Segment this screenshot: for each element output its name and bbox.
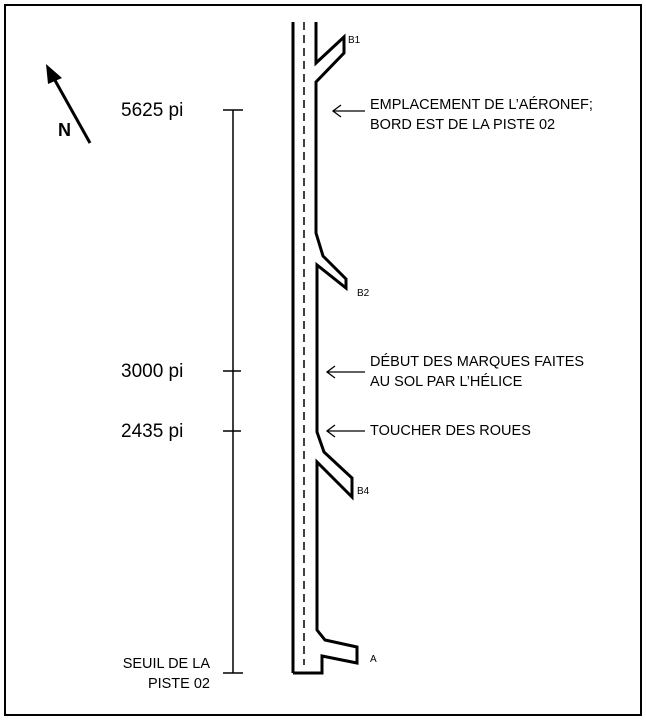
runway-east-edge-and-taxiways [293,22,359,675]
scale-label-5625: 5625 pi [121,100,184,121]
scale-label-3000: 3000 pi [121,361,184,382]
scale-label-2435: 2435 pi [121,421,184,442]
frame-border [4,4,642,716]
distance-scale [223,109,243,674]
arrow-aircraft-icon [331,104,365,118]
aircraft-location-annotation: EMPLACEMENT DE L’AÉRONEF; BORD EST DE LA… [370,95,593,135]
north-label: N [58,120,71,140]
threshold-line-1: SEUIL DE LA [122,656,210,672]
taxiway-b4-label: B4 [357,486,370,497]
touchdown-annotation: TOUCHER DES ROUES [370,423,531,439]
arrows [325,104,365,438]
aircraft-line-1: EMPLACEMENT DE L’AÉRONEF; [370,97,593,113]
taxiway-b1-label: B1 [348,35,361,46]
prop-marks-annotation: DÉBUT DES MARQUES FAITES AU SOL PAR L’HÉ… [370,352,584,392]
taxiway-b2-label: B2 [357,288,370,299]
north-arrow-icon [46,64,92,144]
arrow-prop-marks-icon [325,365,365,379]
threshold-label: SEUIL DE LA PISTE 02 [101,654,210,694]
threshold-line-2: PISTE 02 [147,676,210,692]
taxiway-a-label: A [370,654,377,665]
aircraft-line-2: BORD EST DE LA PISTE 02 [370,117,556,133]
prop-marks-line-1: DÉBUT DES MARQUES FAITES [370,354,585,370]
prop-marks-line-2: AU SOL PAR L’HÉLICE [370,374,523,390]
arrow-touchdown-icon [325,424,365,438]
